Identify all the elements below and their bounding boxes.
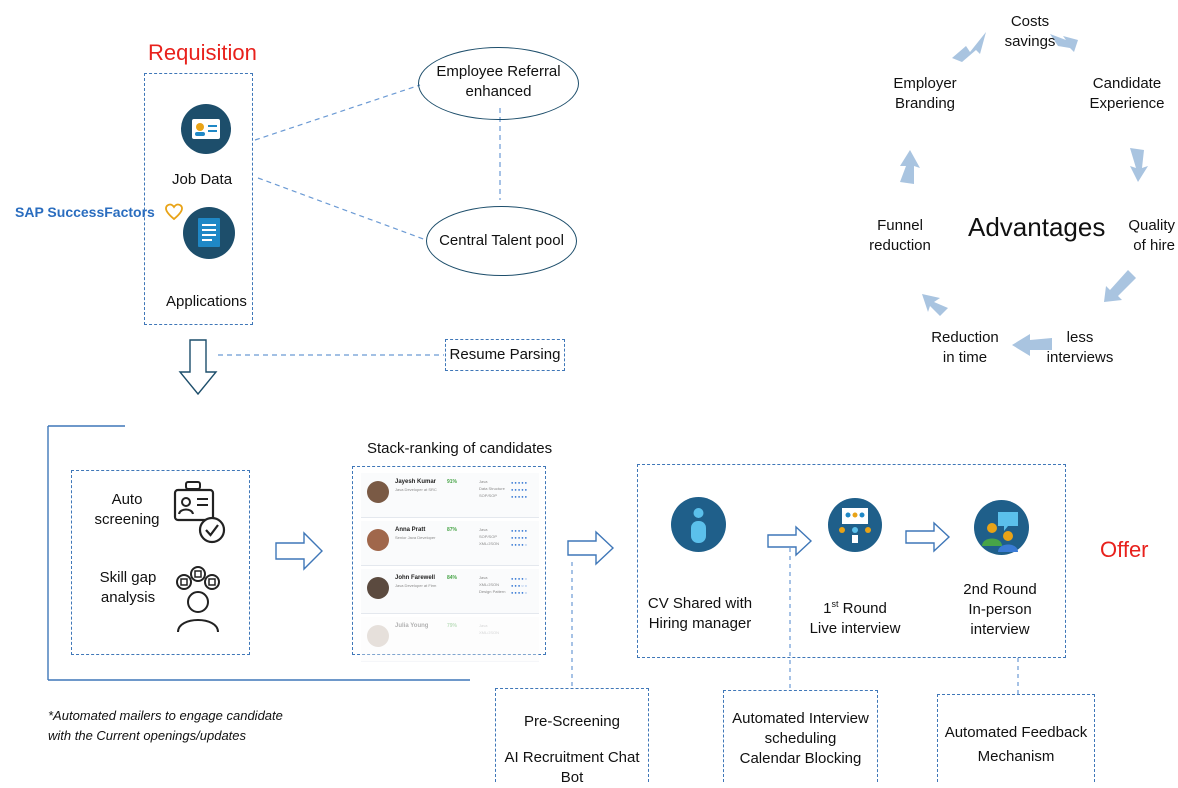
person-icon bbox=[671, 497, 726, 552]
badge-check-icon bbox=[173, 481, 226, 544]
stack-ranking-title: Stack-ranking of candidates bbox=[367, 440, 553, 457]
candidate-skills: Java Data Structure SOP/SOP bbox=[479, 479, 505, 498]
candidate-match: 87% bbox=[447, 527, 458, 533]
right-arrow-icon bbox=[767, 525, 813, 557]
interview-pipeline-box bbox=[637, 464, 1066, 658]
candidate-card: Julia Young 79% Java XML/JSON bbox=[361, 617, 539, 662]
down-arrow-icon bbox=[178, 339, 218, 396]
candidate-match: 91% bbox=[447, 479, 458, 485]
avatar bbox=[367, 481, 389, 503]
meeting-board-icon bbox=[828, 498, 882, 552]
prescreening-label: Pre-Screening bbox=[524, 713, 620, 730]
feedback-line2: Mechanism bbox=[977, 748, 1055, 765]
resume-parsing-label: Resume Parsing bbox=[449, 346, 561, 363]
candidate-skills: Java XML/JSON bbox=[479, 623, 500, 635]
candidate-role: Senior Java Developer bbox=[395, 535, 436, 540]
candidate-skills: Java XML/JSON Design Pattern bbox=[479, 575, 506, 594]
chat-team-icon bbox=[974, 500, 1029, 555]
rating-dots-icon: ●●●●● ●●●●● ●●●●○ bbox=[511, 528, 529, 547]
heart-icon bbox=[165, 203, 183, 221]
rating-dots-icon: ●●●●● ●●●●● ●●●●● bbox=[511, 480, 529, 499]
stack-ranking-box: Jayesh Kumar Java Developer at SRC 91% J… bbox=[352, 466, 546, 662]
candidate-card: Jayesh Kumar Java Developer at SRC 91% J… bbox=[361, 473, 539, 518]
rating-dots-icon: ●●●●○ ●●●○○ ●●●●○ bbox=[511, 576, 529, 595]
candidate-role: Java Developer at Firm bbox=[395, 583, 437, 588]
connector-referral bbox=[254, 84, 421, 141]
requisition-title: Requisition bbox=[148, 40, 257, 65]
feedback-line1: Automated Feedback bbox=[944, 724, 1088, 741]
chatbot-label: AI Recruitment Chat Bot bbox=[504, 749, 640, 786]
central-talent-pool-ellipse: Central Talent pool bbox=[426, 206, 577, 276]
candidate-name: Julia Young bbox=[395, 623, 429, 629]
footnote: *Automated mailers to engage candidate w… bbox=[48, 708, 283, 743]
candidate-card: Anna Pratt Senior Java Developer 87% Jav… bbox=[361, 521, 539, 566]
advantages-title: Advantages bbox=[968, 212, 1106, 242]
candidate-name: John Farewell bbox=[395, 575, 436, 581]
skill-brain-icon bbox=[176, 566, 220, 633]
candidate-card: John Farewell Java Developer at Firm 84%… bbox=[361, 569, 539, 614]
cycle-arrow-icon bbox=[1012, 334, 1052, 356]
avatar bbox=[367, 577, 389, 599]
candidate-role: Java Developer at SRC bbox=[395, 487, 437, 492]
connector-pool bbox=[257, 177, 427, 241]
screening-box bbox=[71, 470, 250, 655]
job-data-icon bbox=[181, 104, 231, 154]
candidate-match: 84% bbox=[447, 575, 458, 581]
cycle-arrow-icon bbox=[952, 32, 986, 62]
talent-pool-label: Central Talent pool bbox=[439, 232, 564, 249]
brand-label: SAP SuccessFactors bbox=[15, 204, 155, 220]
scheduling-line1: Automated Interview bbox=[732, 710, 869, 727]
scheduling-line3: Calendar Blocking bbox=[739, 750, 862, 767]
job-data-label: Job Data bbox=[172, 171, 233, 188]
cycle-arrow-icon bbox=[922, 294, 948, 316]
scheduling-line2: scheduling bbox=[764, 730, 837, 747]
candidate-name: Jayesh Kumar bbox=[395, 479, 437, 485]
resume-parsing-box: Resume Parsing bbox=[445, 339, 565, 371]
feedback-box: Automated Feedback Mechanism bbox=[937, 694, 1095, 782]
applications-label: Applications bbox=[166, 293, 247, 310]
referral-line2: enhanced bbox=[465, 83, 532, 100]
employee-referral-ellipse: Employee Referral enhanced bbox=[418, 47, 579, 120]
referral-line1: Employee Referral bbox=[436, 63, 561, 80]
document-icon bbox=[183, 207, 235, 259]
cycle-arrow-icon bbox=[900, 150, 920, 184]
scheduling-box: Automated Interview scheduling Calendar … bbox=[723, 690, 878, 782]
right-arrow-icon bbox=[567, 530, 615, 566]
cycle-arrow-icon bbox=[1130, 148, 1148, 182]
right-arrow-icon bbox=[275, 531, 323, 571]
candidate-match: 79% bbox=[447, 623, 458, 629]
cycle-arrow-icon bbox=[1104, 270, 1136, 302]
prescreening-box: Pre-Screening AI Recruitment Chat Bot bbox=[495, 688, 649, 786]
cycle-arrow-icon bbox=[1050, 34, 1078, 52]
avatar bbox=[367, 529, 389, 551]
candidate-skills: Java SOP/SOP XML/JSON bbox=[479, 527, 500, 546]
right-arrow-icon bbox=[905, 521, 951, 553]
requisition-box bbox=[144, 73, 253, 325]
avatar bbox=[367, 625, 389, 647]
offer-label: Offer bbox=[1100, 537, 1149, 562]
candidate-name: Anna Pratt bbox=[395, 527, 426, 533]
round1-label: 1st Round Live interview bbox=[809, 599, 901, 637]
